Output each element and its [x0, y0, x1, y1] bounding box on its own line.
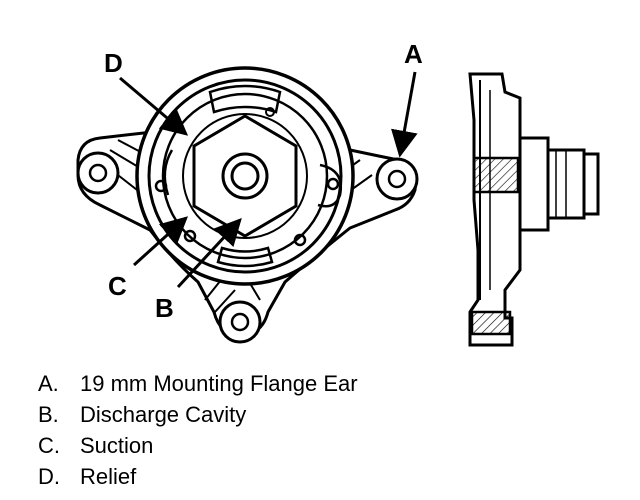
housing-face	[161, 92, 329, 260]
shaft-hub-outer	[221, 152, 269, 200]
callout-a: A	[404, 39, 423, 69]
legend-item: C. Suction	[38, 430, 358, 461]
arrow-b	[176, 218, 242, 289]
front-view	[76, 66, 419, 344]
legend-letter: C.	[38, 433, 60, 458]
callout-d: D	[104, 48, 123, 78]
legend-text: Relief	[80, 464, 137, 489]
legend-text: Suction	[80, 433, 154, 458]
bottom-ear-hole	[230, 312, 250, 332]
legend-text: 19 mm Mounting Flange Ear	[80, 371, 358, 396]
arrow-c	[132, 216, 189, 267]
side-view	[468, 72, 600, 347]
shaft-hub-inner	[230, 161, 260, 191]
legend-item: A. 19 mm Mounting Flange Ear	[38, 368, 358, 399]
legend-item: D. Relief	[38, 461, 358, 492]
callout-arrows	[119, 71, 418, 289]
legend-letter: D.	[38, 464, 60, 489]
bottom-ear-boss	[218, 300, 262, 344]
right-ear-hole	[387, 169, 407, 189]
legend-text: Discharge Cavity	[80, 402, 247, 427]
left-ear-boss	[76, 151, 120, 195]
legend-letter: B.	[38, 402, 59, 427]
right-ear-boss	[375, 157, 419, 201]
legend: A. 19 mm Mounting Flange Ear B. Discharg…	[38, 368, 358, 492]
compressor-diagram: A D C B	[76, 39, 600, 347]
legend-item: B. Discharge Cavity	[38, 399, 358, 430]
side-flange	[468, 72, 522, 347]
housing-inner-rim	[147, 78, 343, 274]
relief-slot	[208, 84, 282, 114]
callout-b: B	[155, 293, 174, 323]
left-ear-hole	[88, 163, 108, 183]
discharge-cavity	[192, 114, 298, 238]
arrow-a	[391, 71, 418, 158]
legend-letter: A.	[38, 371, 59, 396]
callout-c: C	[108, 271, 127, 301]
arrow-d	[119, 76, 189, 136]
